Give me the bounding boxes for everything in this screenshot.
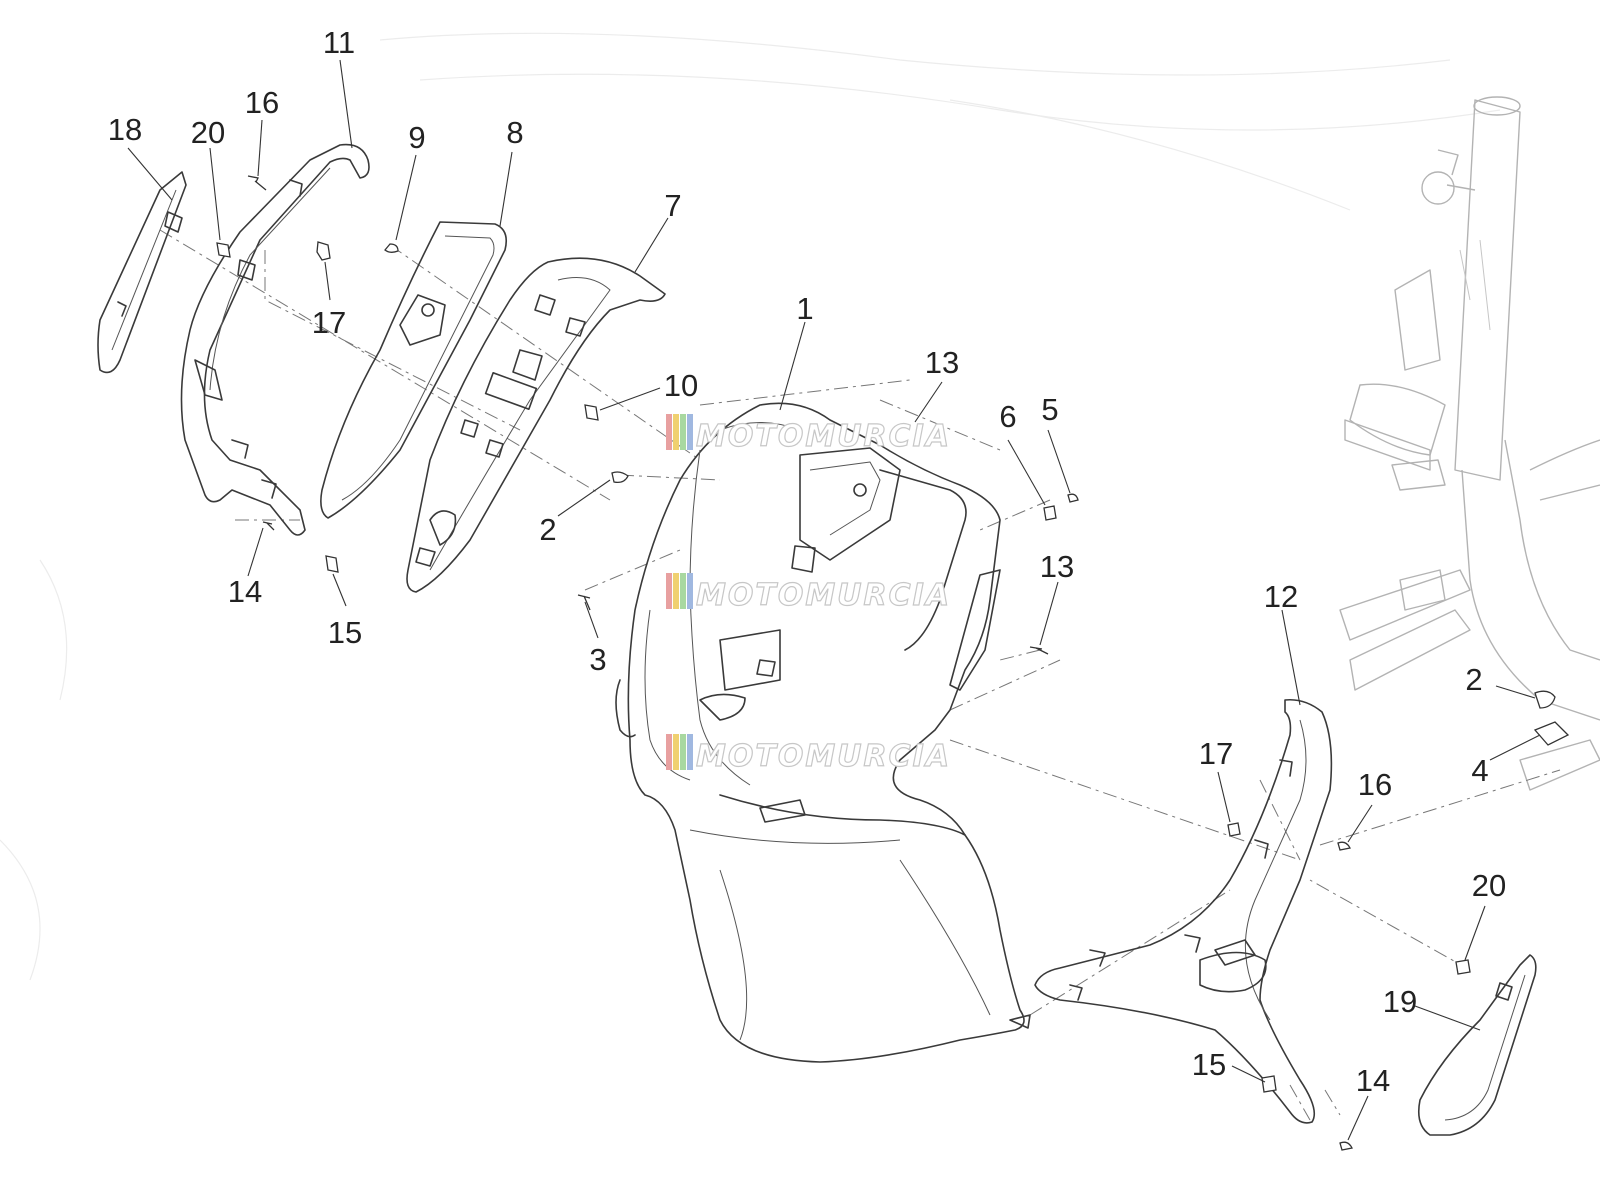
steering-frame <box>1339 96 1600 791</box>
part-5-screw <box>1067 493 1079 503</box>
callout-5: 5 <box>1041 392 1058 427</box>
assembly-axis-lines <box>159 229 1561 1121</box>
callout-17-right: 17 <box>1199 736 1233 771</box>
callout-12: 12 <box>1264 579 1298 614</box>
watermark-2: MOTOMURCIA <box>666 573 951 614</box>
part-19-side-trim <box>1417 954 1537 1136</box>
callout-19: 19 <box>1383 984 1417 1019</box>
part-2-screw-right <box>1534 690 1556 709</box>
part-2-screw-left <box>611 471 629 484</box>
callout-16-left: 16 <box>245 85 279 120</box>
callout-15-left: 15 <box>328 615 362 650</box>
watermark-text: MOTOMURCIA <box>696 419 951 454</box>
part-13-screw-right <box>1029 646 1049 655</box>
watermark-3: MOTOMURCIA <box>666 734 951 775</box>
part-17-clip-right <box>1227 822 1241 837</box>
callout-14-left: 14 <box>228 574 262 609</box>
callout-18: 18 <box>108 112 142 147</box>
callout-10: 10 <box>664 368 698 403</box>
callout-11: 11 <box>323 25 355 60</box>
callout-13-right: 13 <box>1040 549 1074 584</box>
part-17-clip-left <box>316 241 331 261</box>
part-8-lens <box>320 221 508 519</box>
part-9-screw <box>384 243 399 253</box>
part-14-screw-right <box>1339 1141 1353 1151</box>
callout-4: 4 <box>1471 753 1488 788</box>
callout-7: 7 <box>664 188 681 223</box>
callout-6: 6 <box>999 399 1016 434</box>
callout-3: 3 <box>589 642 606 677</box>
leader-lines <box>127 59 1541 1141</box>
callout-labels: 18 20 16 11 9 8 7 17 10 2 3 14 15 1 13 6… <box>108 25 1506 1098</box>
part-11-inner-rail <box>180 143 370 536</box>
background-ghost-lines <box>0 32 1501 981</box>
callout-17-left: 17 <box>312 305 346 340</box>
part-12-inner-rail <box>1034 698 1333 1124</box>
part-1-leg-shield <box>615 402 1031 1063</box>
part-16-screw-left <box>247 175 267 191</box>
callout-2-left: 2 <box>539 512 556 547</box>
hardware-items <box>216 175 1570 1151</box>
watermark-text: MOTOMURCIA <box>696 739 951 774</box>
callout-14-right: 14 <box>1356 1063 1390 1098</box>
callout-16-right: 16 <box>1358 767 1392 802</box>
part-14-screw-left <box>262 521 275 531</box>
part-20-clip-left <box>216 242 231 258</box>
callout-20-left: 20 <box>191 115 225 150</box>
part-20-clip-right <box>1455 959 1471 975</box>
part-6-clip <box>1043 505 1057 521</box>
callout-13-top: 13 <box>925 345 959 380</box>
watermark-1: MOTOMURCIA <box>666 414 951 455</box>
part-18-side-trim <box>97 171 187 374</box>
callout-8: 8 <box>506 115 523 150</box>
callout-9: 9 <box>408 120 425 155</box>
part-4-nut <box>1533 721 1570 746</box>
part-15-clip-right <box>1261 1075 1277 1093</box>
part-16-screw-right <box>1337 841 1351 851</box>
part-15-clip-left <box>325 555 339 573</box>
callout-1: 1 <box>796 291 813 326</box>
part-7-mount-plate <box>406 257 666 593</box>
watermark-text: MOTOMURCIA <box>696 578 951 613</box>
callout-15-right: 15 <box>1192 1047 1226 1082</box>
part-10-clip <box>584 404 599 421</box>
callout-2-right: 2 <box>1465 662 1482 697</box>
part-3-screw <box>577 594 591 611</box>
callout-20-right: 20 <box>1472 868 1506 903</box>
